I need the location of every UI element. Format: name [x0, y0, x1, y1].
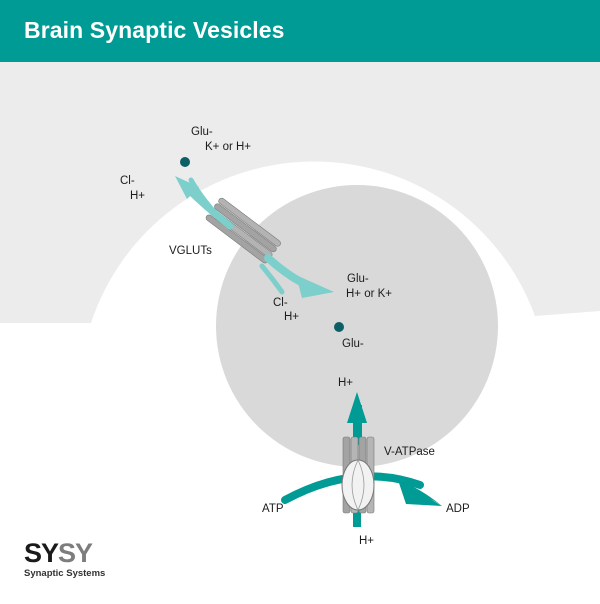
vglut-transporter [205, 197, 281, 264]
cytoplasm-band [0, 62, 600, 323]
vglut-lumen-glu-label: Glu- [342, 338, 364, 350]
adp-label: ADP [446, 503, 470, 515]
vglut-outside-cation-label: K+ or H+ [205, 141, 251, 153]
glutamate-dot-lumen [334, 322, 344, 332]
vatpase-h-outside-label: H+ [359, 535, 374, 547]
vglut-outside-h-label: H+ [130, 190, 145, 202]
vglut-name-label: VGLUTs [169, 245, 212, 257]
logo-mark-left: SY [24, 538, 59, 568]
vglut-inward-small-arrow-2 [259, 263, 285, 295]
company-logo: SYSY Synaptic Systems [24, 540, 124, 584]
vglut-inside-cl-label: Cl- [273, 297, 288, 309]
vglut-inside-glu-label: Glu- [347, 273, 369, 285]
vesicle-lumen [216, 185, 498, 467]
vatpase-upward-arrow [347, 392, 367, 445]
vatpase-h-inside-label: H+ [338, 377, 353, 389]
glutamate-dot-outside [180, 157, 190, 167]
diagram-canvas: Glu- K+ or H+ Cl- H+ VGLUTs Glu- H+ or K… [0, 62, 600, 599]
vglut-outside-glu-label: Glu- [191, 126, 213, 138]
vglut-inward-arrow [264, 254, 334, 298]
vglut-outside-cl-label: Cl- [120, 175, 135, 187]
vatpase-complex [341, 436, 375, 514]
vglut-inward-small-arrow [188, 177, 219, 217]
vglut-inside-h-label: H+ [284, 311, 299, 323]
header-bar: Brain Synaptic Vesicles [0, 0, 600, 62]
vatpase-lower-h-stem [353, 505, 361, 527]
logo-mark: SYSY [24, 540, 124, 567]
vglut-inside-cation-label: H+ or K+ [346, 288, 392, 300]
vatpase-name-label: V-ATPase [384, 446, 435, 458]
vesicle-diagram: Glu- K+ or H+ Cl- H+ VGLUTs Glu- H+ or K… [0, 62, 600, 547]
logo-mark-right: SY [58, 538, 93, 568]
page-title: Brain Synaptic Vesicles [24, 17, 285, 43]
logo-company-name: Synaptic Systems [24, 568, 106, 579]
atp-label: ATP [262, 503, 284, 515]
